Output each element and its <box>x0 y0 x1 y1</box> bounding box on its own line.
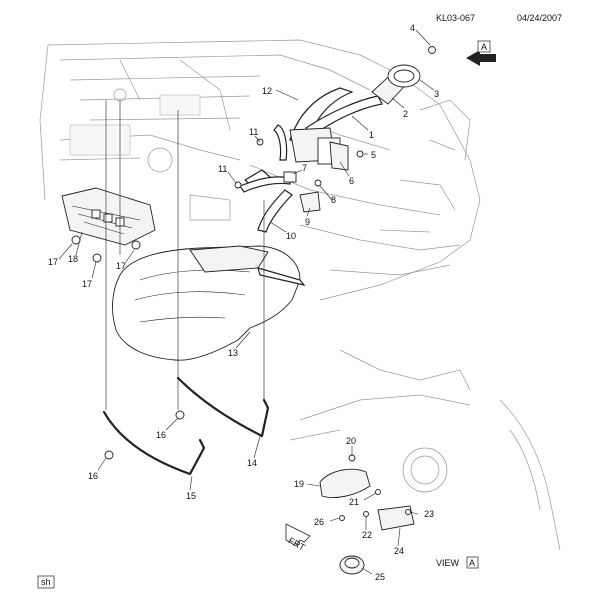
view-a-marker: A <box>466 40 496 66</box>
callout-25: 25 <box>375 572 385 582</box>
view-arrow-letter: A <box>481 42 487 52</box>
callout-14: 14 <box>247 458 257 468</box>
view-caption-text: VIEW <box>436 558 460 568</box>
callout-17b: 17 <box>82 279 92 289</box>
alignment-lines <box>105 100 265 410</box>
callout-17a: 17 <box>48 257 58 267</box>
front-arrow: FRT <box>285 523 311 553</box>
callout-22: 22 <box>362 530 372 540</box>
callout-10: 10 <box>286 231 296 241</box>
callout-19: 19 <box>294 479 304 489</box>
callout-13: 13 <box>228 348 238 358</box>
callout-labels: 1 2 3 4 5 6 7 8 9 10 11 11 12 13 14 15 1… <box>48 23 439 582</box>
callout-16a: 16 <box>156 430 166 440</box>
callout-12: 12 <box>262 86 272 96</box>
callout-4: 4 <box>410 23 415 33</box>
callout-11a: 11 <box>249 127 258 137</box>
callout-16b: 16 <box>88 471 98 481</box>
tank-straps <box>102 376 270 476</box>
vehicle-underbody <box>39 39 481 301</box>
callout-17c: 17 <box>116 261 126 271</box>
callout-8: 8 <box>331 195 336 205</box>
inset-view-a <box>289 349 561 575</box>
heat-shield <box>61 187 156 246</box>
callout-1: 1 <box>369 130 374 140</box>
callout-23: 23 <box>424 509 434 519</box>
view-caption-box <box>466 556 479 569</box>
corner-tag-text: sh <box>41 577 51 587</box>
callout-26: 26 <box>314 517 324 527</box>
callout-21: 21 <box>349 497 359 507</box>
callout-24: 24 <box>394 546 404 556</box>
brackets-cluster <box>234 46 436 213</box>
callout-2: 2 <box>403 109 408 119</box>
view-letter-box <box>477 40 491 53</box>
callout-15: 15 <box>186 491 196 501</box>
leader-lines <box>58 29 435 575</box>
callout-9: 9 <box>305 217 310 227</box>
callout-3: 3 <box>434 89 439 99</box>
doc-date: 04/24/2007 <box>517 13 562 23</box>
fuel-tank <box>112 245 306 361</box>
corner-tag: sh <box>37 575 55 589</box>
callout-7: 7 <box>302 163 307 173</box>
callout-6: 6 <box>349 176 354 186</box>
fuel-vent-hose <box>239 169 293 233</box>
view-arrow-icon <box>466 50 496 66</box>
fasteners <box>71 235 185 460</box>
fuel-filler-neck <box>273 64 421 165</box>
callout-20: 20 <box>346 436 356 446</box>
view-caption: VIEW A <box>436 556 479 569</box>
view-caption-letter: A <box>469 558 475 568</box>
callout-11b: 11 <box>218 164 227 174</box>
callout-18: 18 <box>68 254 78 264</box>
callout-5: 5 <box>371 150 376 160</box>
doc-id: KL03-067 <box>436 13 475 23</box>
front-arrow-icon <box>285 523 311 547</box>
